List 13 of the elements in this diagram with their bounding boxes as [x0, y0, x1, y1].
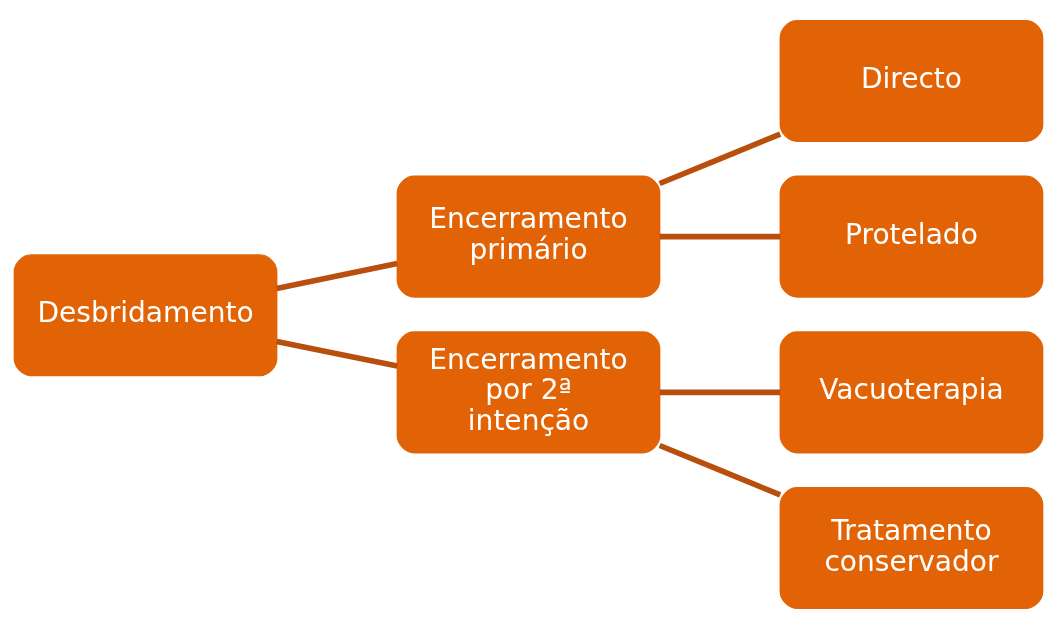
node-box: Desbridamento — [13, 253, 278, 376]
connector — [276, 338, 398, 369]
connector — [276, 260, 398, 291]
node-box: Vacuoterapia — [779, 330, 1044, 453]
node-box: Encerramento por 2ª intenção — [396, 330, 661, 453]
connector — [659, 389, 781, 395]
node-box: Protelado — [779, 175, 1044, 298]
connector — [658, 131, 782, 186]
node-box: Directo — [779, 19, 1044, 142]
node-box: Encerramento primário — [396, 175, 661, 298]
connector — [659, 233, 781, 239]
connector — [658, 442, 782, 497]
node-box: Tratamento conservador — [779, 486, 1044, 609]
